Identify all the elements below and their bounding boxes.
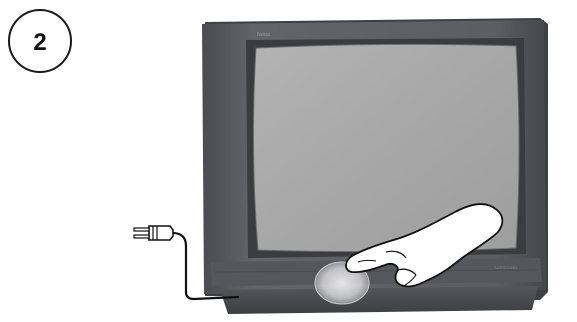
step-badge: 2 [9, 10, 71, 72]
plug-icon [134, 226, 173, 240]
television: Nokia SURROUND [202, 18, 548, 314]
tv-base [220, 286, 538, 314]
step-number: 2 [33, 29, 46, 56]
tv-model-label: SURROUND [494, 265, 517, 270]
tv-brand-label: Nokia [257, 32, 270, 38]
